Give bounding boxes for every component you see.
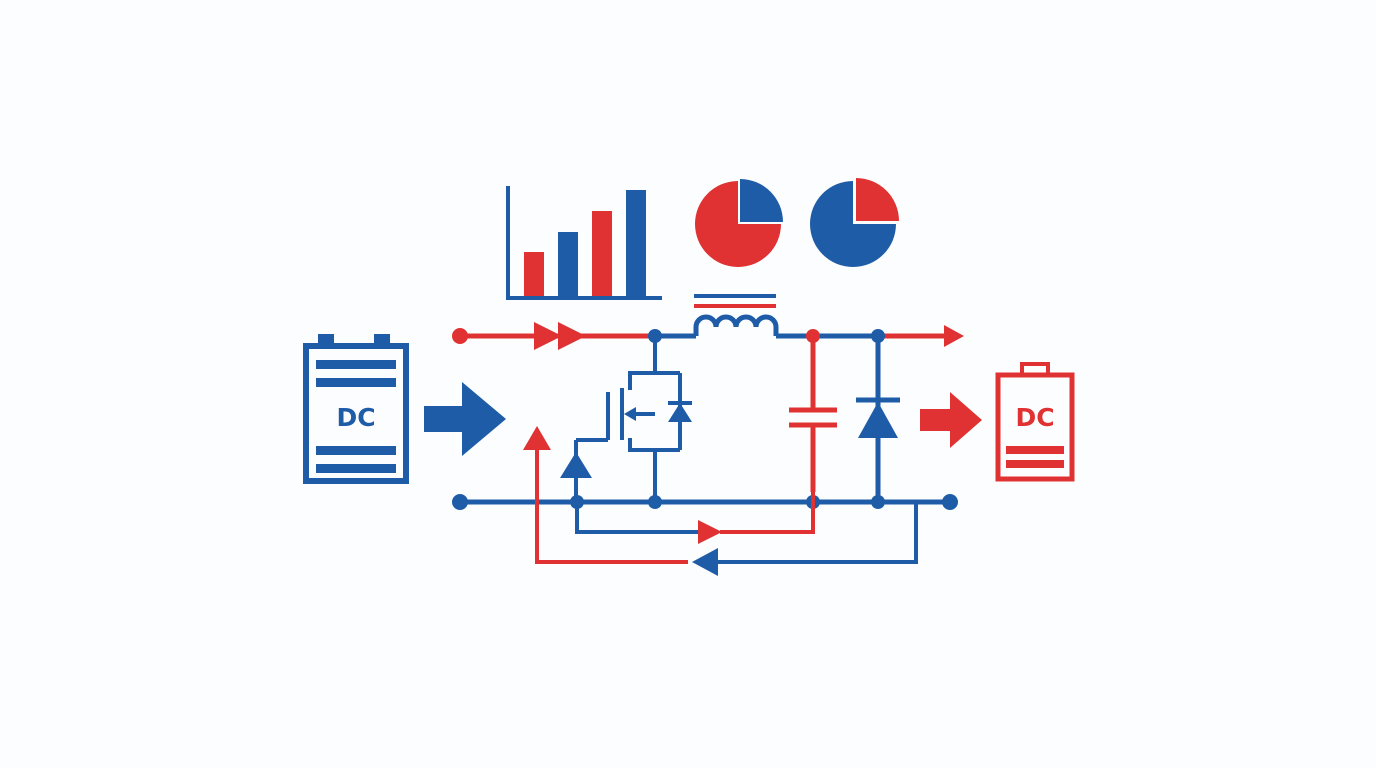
feedback-loop xyxy=(523,426,918,576)
bar-chart-bar xyxy=(626,190,646,296)
top-rail xyxy=(452,322,964,350)
input-power-arrow xyxy=(424,382,506,456)
diode-icon xyxy=(856,336,900,502)
capacitor-icon xyxy=(789,336,837,492)
output-power-arrow xyxy=(920,392,982,448)
bar-chart-icon xyxy=(506,186,662,300)
input-terminal-negative xyxy=(452,494,468,510)
pie-chart-icon-blue xyxy=(810,178,899,267)
bar-chart-bar xyxy=(524,252,544,296)
output-battery-icon xyxy=(995,362,1075,482)
mosfet-body-arrow xyxy=(624,407,636,421)
return-flow-arrow xyxy=(692,548,718,576)
bar-chart-bar xyxy=(592,211,612,296)
output-terminal-negative xyxy=(942,494,958,510)
feedback-up-arrow xyxy=(523,426,551,450)
body-diode-icon xyxy=(668,401,692,422)
pie-chart-icon-red xyxy=(695,179,783,267)
inductor-icon xyxy=(693,294,779,336)
bottom-rail xyxy=(452,494,958,510)
input-terminal-positive xyxy=(452,328,468,344)
feedback-flow-arrow xyxy=(698,520,722,544)
output-flow-arrow xyxy=(944,325,964,347)
input-battery-label: DC xyxy=(336,403,375,432)
gate-drive-diode-icon xyxy=(560,440,592,502)
output-battery-label: DC xyxy=(1015,403,1054,432)
current-flow-arrow xyxy=(558,322,586,350)
mosfet-icon xyxy=(576,336,682,502)
current-flow-arrow xyxy=(534,322,562,350)
bar-chart-bar xyxy=(558,232,578,296)
input-battery-icon xyxy=(303,334,409,484)
